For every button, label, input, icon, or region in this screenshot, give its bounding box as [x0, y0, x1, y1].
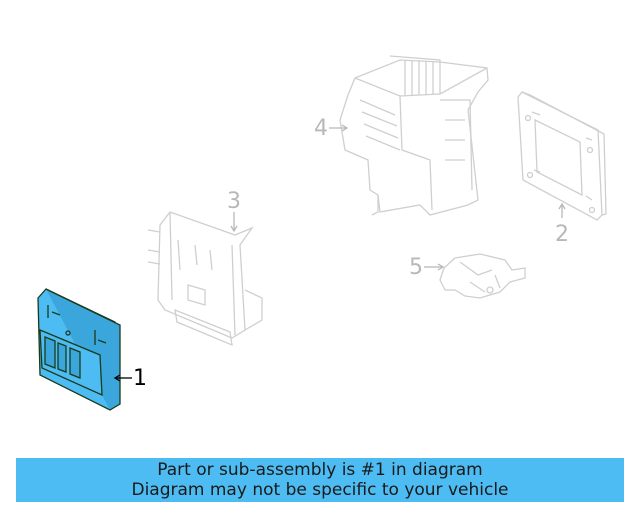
- callout-3[interactable]: 3: [227, 189, 241, 214]
- callout-5[interactable]: 5: [409, 255, 423, 280]
- callout-4[interactable]: 4: [314, 116, 328, 141]
- part-5-clip[interactable]: [439, 253, 526, 299]
- leader-arrows: [113, 124, 566, 382]
- part-4-housing[interactable]: [339, 55, 489, 216]
- parts-diagram: [37, 55, 607, 411]
- callout-1[interactable]: 1: [133, 366, 147, 391]
- info-banner: Part or sub-assembly is #1 in diagram Di…: [16, 458, 624, 502]
- banner-line-1: Part or sub-assembly is #1 in diagram: [157, 460, 483, 480]
- part-3-holder[interactable]: [147, 211, 263, 347]
- callout-2[interactable]: 2: [555, 222, 569, 247]
- part-2-plate[interactable]: [517, 91, 607, 221]
- part-1-module[interactable]: [37, 288, 121, 411]
- banner-line-2: Diagram may not be specific to your vehi…: [131, 480, 509, 500]
